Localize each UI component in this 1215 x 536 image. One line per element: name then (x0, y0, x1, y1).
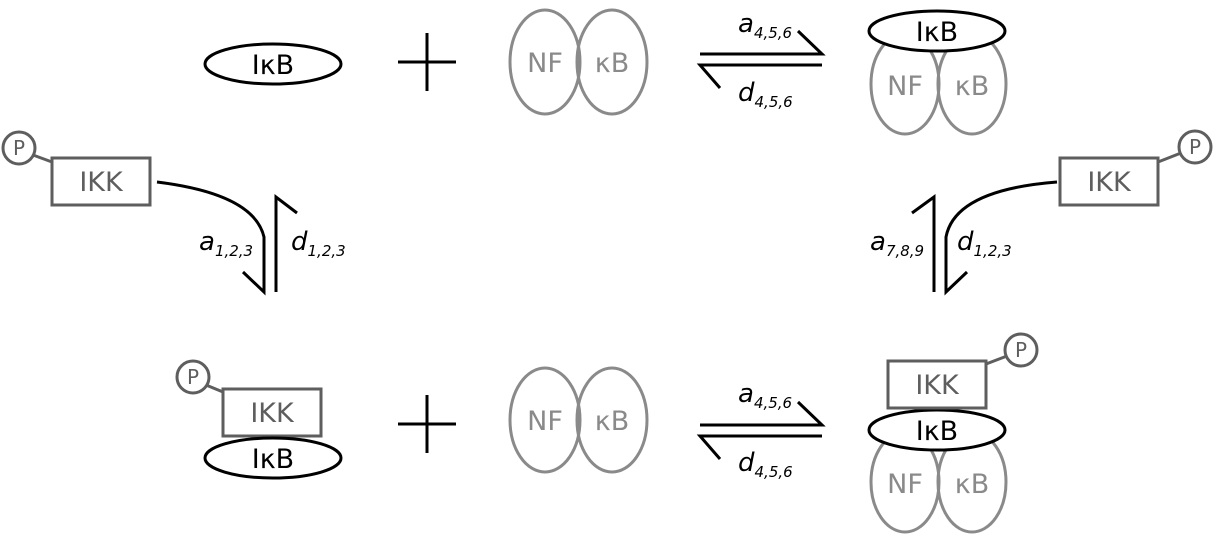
phosphate-circle (1003, 332, 1039, 368)
top-right-complex: IκB NF κB (867, 9, 1008, 136)
kb-label: κB (955, 71, 989, 102)
left-phospho-ikk: P IKK (1, 130, 152, 207)
kb-ellipse (575, 366, 649, 474)
rate-right-forward: a7,8,9 (870, 227, 924, 260)
rate-bottom-reverse: d4,5,6 (738, 448, 793, 481)
kb-ellipse (575, 8, 649, 116)
ikk-box (1058, 156, 1160, 207)
kb-label: κB (595, 48, 629, 79)
ikb-ellipse (203, 436, 343, 480)
right-vertical-equilibrium-arrow (911, 180, 1058, 296)
ikk-box (886, 359, 988, 410)
ikk-label: IKK (1087, 167, 1132, 198)
bottom-right-complex: IκB NF κB IKK P (867, 332, 1039, 534)
ikb-label: IκB (252, 50, 294, 81)
phosphate-label: P (187, 365, 199, 389)
nf-ellipse (508, 8, 582, 116)
bottom-ikk-ikb-complex: P IKK IκB (175, 359, 343, 480)
ikk-label: IKK (915, 370, 960, 401)
ikb-label: IκB (916, 416, 958, 447)
top-nfkb-dimer: NF κB (508, 8, 649, 116)
rate-bottom-forward: a4,5,6 (738, 379, 792, 412)
phosphate-circle (175, 359, 211, 395)
nf-ellipse (508, 366, 582, 474)
ikb-ellipse (203, 42, 343, 86)
bottom-equilibrium-arrow (696, 400, 826, 460)
nf-label: NF (887, 71, 923, 102)
top-ikb-molecule: IκB (203, 42, 343, 86)
nf-label: NF (527, 406, 563, 437)
nf-label: NF (887, 469, 923, 500)
rate-top-reverse: d4,5,6 (738, 78, 793, 111)
right-phospho-ikk: IKK P (1058, 129, 1213, 207)
bottom-nfkb-dimer: NF κB (508, 366, 649, 474)
kb-label: κB (955, 469, 989, 500)
top-equilibrium-arrow (696, 29, 826, 89)
phosphate-circle (1177, 129, 1213, 165)
ikk-label: IKK (250, 398, 295, 429)
left-vertical-equilibrium-arrow (156, 180, 298, 296)
top-plus-sign (398, 33, 456, 91)
ikk-label: IKK (79, 167, 124, 198)
ikb-label: IκB (916, 17, 958, 48)
ikb-label: IκB (252, 444, 294, 475)
phosphate-label: P (13, 136, 25, 160)
rate-left-reverse: d1,2,3 (291, 227, 346, 260)
ikb-ellipse (867, 408, 1007, 452)
ikb-ellipse (867, 9, 1007, 53)
rate-top-forward: a4,5,6 (738, 9, 792, 42)
bottom-plus-sign (398, 395, 456, 453)
rate-right-reverse: d1,2,3 (957, 227, 1012, 260)
nf-label: NF (527, 48, 563, 79)
ikk-box (221, 387, 323, 438)
ikk-box (50, 156, 152, 207)
kb-label: κB (595, 406, 629, 437)
rate-left-forward: a1,2,3 (199, 227, 253, 260)
phosphate-circle (1, 130, 37, 166)
phosphate-label: P (1189, 135, 1201, 159)
phosphate-label: P (1015, 338, 1027, 362)
